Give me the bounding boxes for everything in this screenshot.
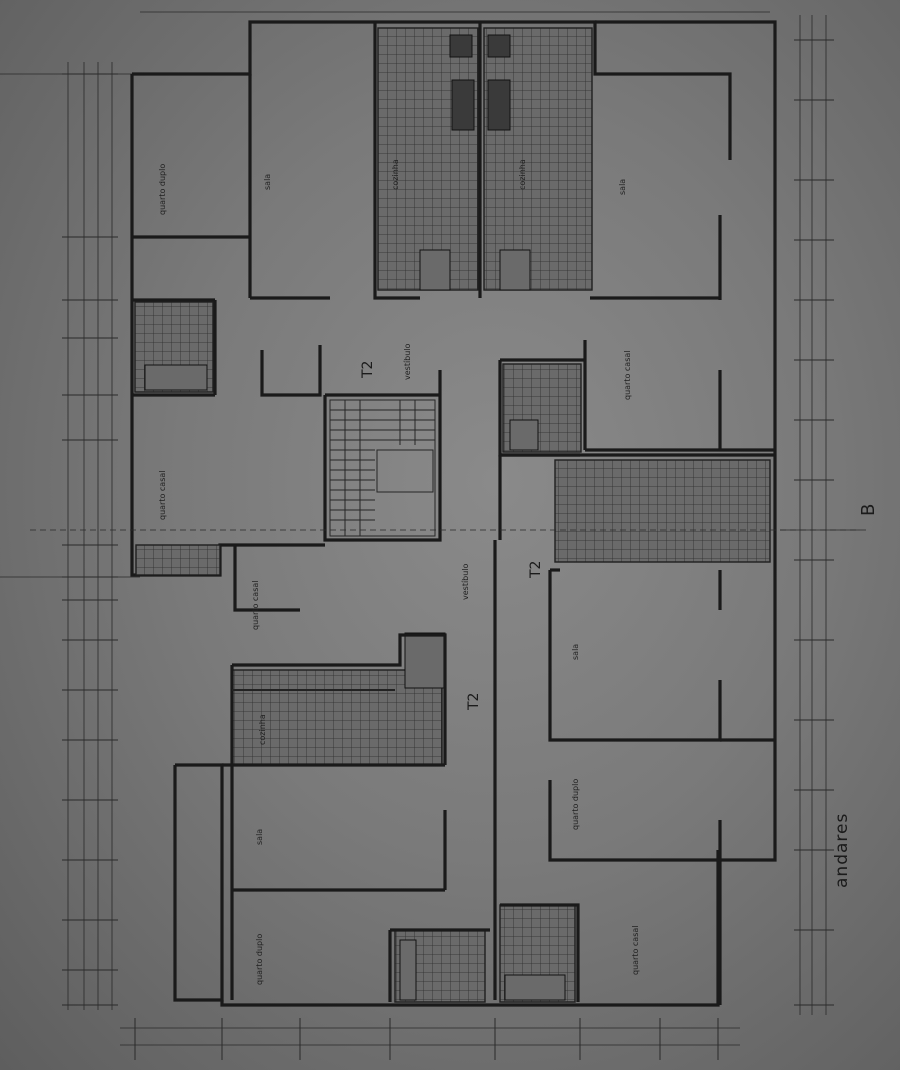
left-dimension-lines <box>0 62 140 1010</box>
room-vestibulo-1: vestíbulo <box>403 343 412 380</box>
kitchen-tiles-upper-right <box>483 27 593 291</box>
t2-label-right: T2 <box>528 561 544 579</box>
room-quarto-duplo-2: quarto duplo <box>571 779 580 830</box>
kitchen-tiles-right <box>554 459 771 563</box>
room-quarto-casal-4: quarto casal <box>631 925 640 975</box>
room-sala-1: sala <box>263 174 272 190</box>
lower-apartment-walls <box>173 453 777 1007</box>
room-quarto-duplo-3: quarto duplo <box>255 934 264 985</box>
t2-label-upper: T2 <box>360 361 376 379</box>
room-quarto-duplo-1: quarto duplo <box>158 164 167 215</box>
right-dimension-lines <box>780 15 860 1015</box>
room-vestibulo-2: vestíbulo <box>461 563 470 600</box>
bottom-dimension-lines <box>120 11 770 1060</box>
room-quarto-casal-1: quarto casal <box>623 350 632 400</box>
balcony-tiles <box>135 544 221 576</box>
room-cozinha-1: cozinha <box>391 159 400 190</box>
stairwell-upper <box>329 399 436 537</box>
kitchen-fixtures <box>144 34 566 1001</box>
room-sala-4: sala <box>255 829 264 845</box>
room-cozinha-3: cozinha <box>258 714 267 745</box>
room-quarto-casal-3: quarto casal <box>251 580 260 630</box>
room-labels: T2 T2 T2 quarto duplo sala cozinha cozin… <box>158 159 640 985</box>
t2-label-lower: T2 <box>466 693 482 711</box>
kitchen-tiles-upper-left <box>377 27 479 291</box>
room-sala-3: sala <box>571 644 580 660</box>
room-quarto-casal-2: quarto casal <box>158 470 167 520</box>
room-sala-2: sala <box>618 179 627 195</box>
room-cozinha-2: cozinha <box>518 159 527 190</box>
